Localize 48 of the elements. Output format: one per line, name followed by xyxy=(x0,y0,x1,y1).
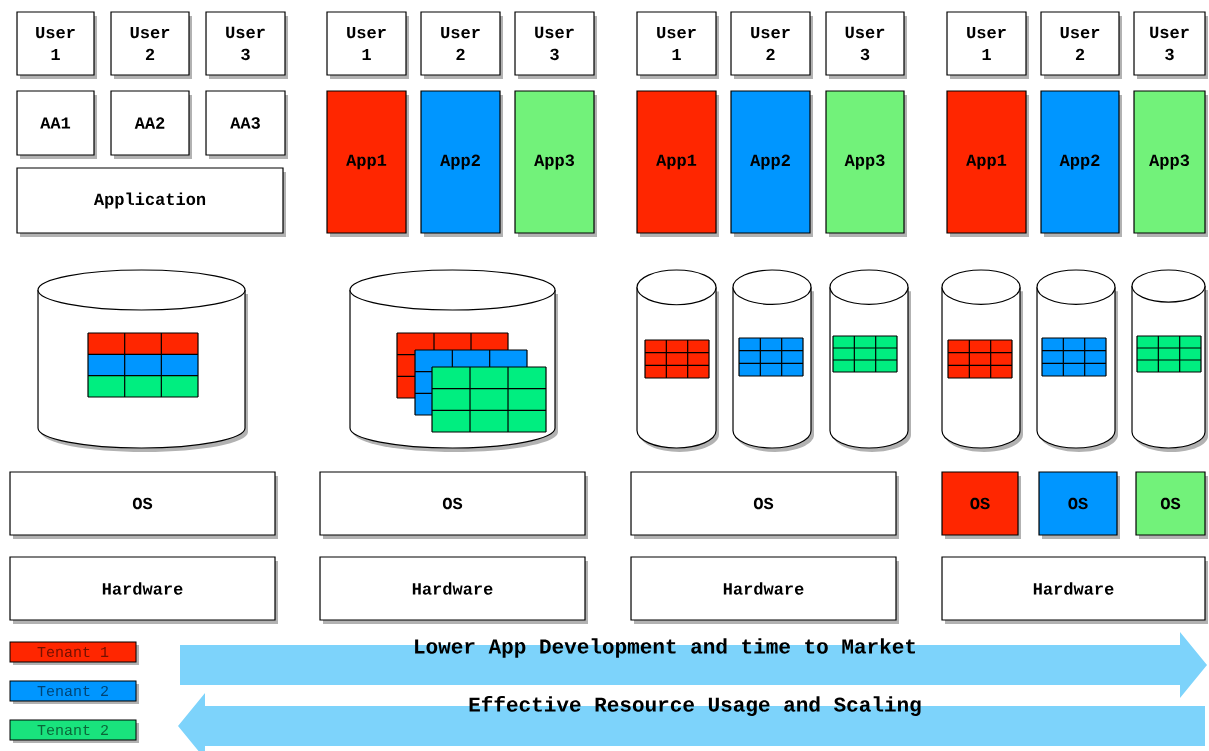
hardware-box: Hardware xyxy=(941,556,1208,624)
user-box: User 2 xyxy=(730,11,813,79)
arrow-label: Lower App Development and time to Market xyxy=(415,638,915,658)
application-box: Application xyxy=(16,167,286,237)
os-box: OS xyxy=(941,471,1021,539)
database-cylinder xyxy=(37,269,248,452)
component-box: AA1 xyxy=(16,90,97,159)
os-box: OS xyxy=(1135,471,1208,539)
app-box: App1 xyxy=(636,90,719,237)
hardware-box: Hardware xyxy=(630,556,899,624)
app-box: App2 xyxy=(730,90,813,237)
user-box: User 3 xyxy=(514,11,597,79)
user-box: User 2 xyxy=(420,11,503,79)
app-box: App2 xyxy=(1040,90,1122,237)
user-box: User 3 xyxy=(825,11,907,79)
app-box: App2 xyxy=(420,90,503,237)
os-box: OS xyxy=(9,471,278,539)
user-box: User 3 xyxy=(205,11,288,79)
component-box: AA3 xyxy=(205,90,288,159)
database-cylinder xyxy=(636,269,719,452)
user-box: User 3 xyxy=(1133,11,1208,79)
database-cylinder xyxy=(349,269,558,452)
hardware-box: Hardware xyxy=(9,556,278,624)
app-box: App3 xyxy=(825,90,907,237)
arrow-label: Effective Resource Usage and Scaling xyxy=(469,696,921,716)
os-box: OS xyxy=(630,471,899,539)
hardware-box: Hardware xyxy=(319,556,588,624)
user-box: User 1 xyxy=(326,11,409,79)
legend-item: Tenant 1 xyxy=(9,641,139,665)
component-box: AA2 xyxy=(110,90,192,159)
legend-item: Tenant 2 xyxy=(9,680,139,704)
user-box: User 2 xyxy=(1040,11,1122,79)
app-box: App1 xyxy=(946,90,1029,237)
os-box: OS xyxy=(1038,471,1120,539)
database-cylinder xyxy=(829,269,911,452)
app-box: App1 xyxy=(326,90,409,237)
user-box: User 1 xyxy=(636,11,719,79)
database-cylinder xyxy=(941,269,1023,452)
app-box: App3 xyxy=(514,90,597,237)
user-box: User 1 xyxy=(946,11,1029,79)
app-box: App3 xyxy=(1133,90,1208,237)
os-box: OS xyxy=(319,471,588,539)
database-cylinder xyxy=(1131,269,1208,452)
user-box: User 1 xyxy=(16,11,97,79)
user-box: User 2 xyxy=(110,11,192,79)
legend-item: Tenant 2 xyxy=(9,719,139,743)
database-cylinder xyxy=(1036,269,1118,452)
database-cylinder xyxy=(732,269,814,452)
